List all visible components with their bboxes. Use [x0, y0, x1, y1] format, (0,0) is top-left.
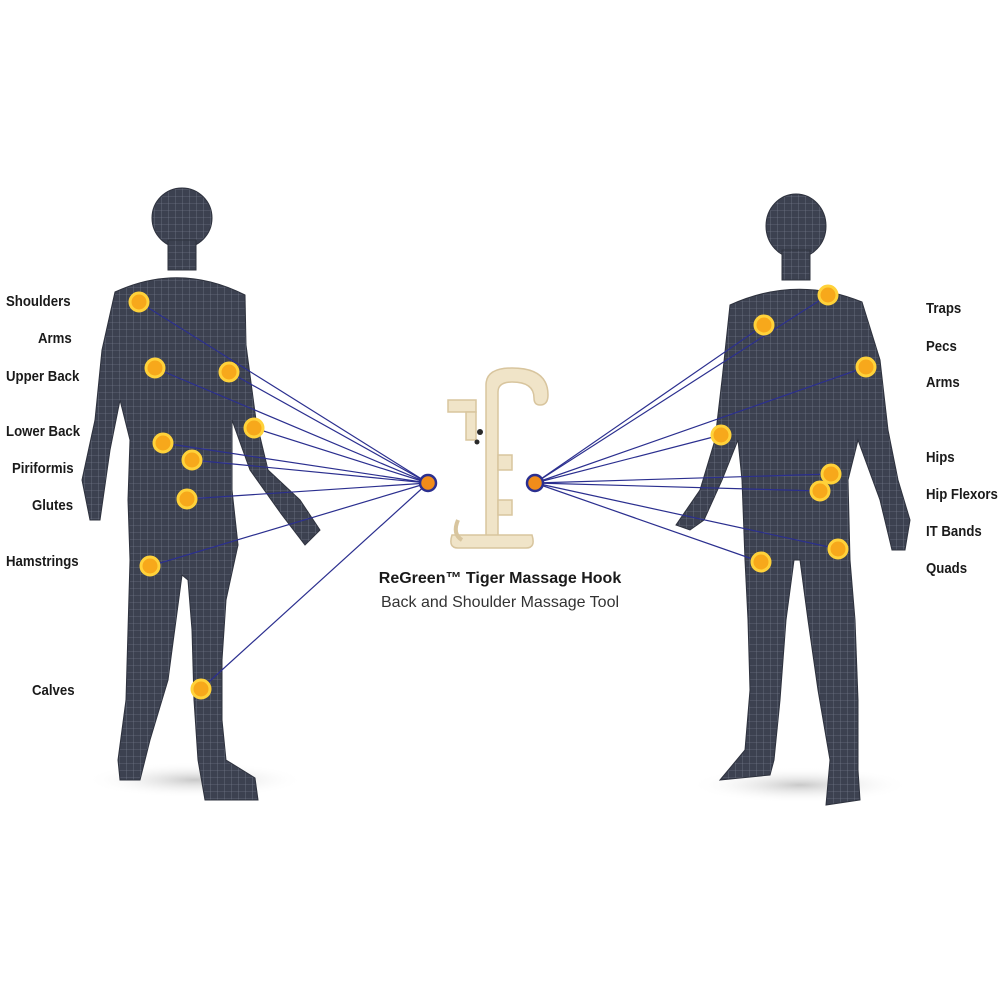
- label-hips: Hips: [926, 449, 955, 466]
- connector-line: [154, 367, 429, 484]
- label-traps: Traps: [926, 300, 962, 317]
- label-quads: Quads: [926, 560, 968, 577]
- hotspot-shoulders: [128, 291, 150, 313]
- hotspot-arms: [218, 361, 240, 383]
- floor-shadow-left: [85, 762, 305, 798]
- hotspot-arms-lower: [243, 417, 265, 439]
- connector-line: [534, 473, 832, 484]
- back-body-figure: [81, 187, 321, 801]
- connector-line: [191, 459, 429, 484]
- hotspot-lower-back: [152, 432, 174, 454]
- connector-line: [253, 427, 429, 484]
- front-connector-lines: [534, 294, 867, 563]
- hotspot-pecs: [753, 314, 775, 336]
- connector-line: [228, 371, 429, 484]
- hotspot-traps: [817, 284, 839, 306]
- label-glutes: Glutes: [32, 497, 74, 514]
- connector-line: [138, 301, 429, 484]
- connector-line: [534, 482, 762, 563]
- back-connector-lines: [138, 301, 429, 690]
- connector-line: [534, 294, 829, 484]
- product-subtitle: Back and Shoulder Massage Tool: [380, 594, 620, 611]
- label-calves: Calves: [32, 682, 75, 699]
- connector-line: [534, 366, 867, 484]
- connector-line: [534, 482, 821, 492]
- connector-line: [200, 482, 429, 690]
- connector-line: [186, 482, 429, 500]
- hotspot-piriformis: [181, 449, 203, 471]
- label-shoulders: Shoulders: [6, 293, 71, 310]
- label-hamstrings: Hamstrings: [6, 553, 79, 570]
- label-arms: Arms: [38, 330, 72, 347]
- front-body-figure: [675, 193, 911, 806]
- back-hotspots: [128, 291, 265, 700]
- hotspot-hips: [820, 463, 842, 485]
- hotspot-upper-back: [144, 357, 166, 379]
- connector-line: [162, 442, 429, 484]
- label-arms-front: Arms: [926, 374, 960, 391]
- front-hub-dot: [525, 473, 545, 493]
- label-piriformis: Piriformis: [12, 460, 74, 477]
- label-upper-back: Upper Back: [6, 368, 80, 385]
- product-title: ReGreen™ Tiger Massage Hook: [378, 570, 622, 587]
- massage-hook-icon: [447, 367, 549, 549]
- hotspot-quads: [750, 551, 772, 573]
- label-pecs: Pecs: [926, 338, 957, 355]
- hotspot-calves: [190, 678, 212, 700]
- connector-line: [534, 324, 765, 484]
- front-hotspots: [710, 284, 877, 573]
- label-it-bands: IT Bands: [926, 523, 982, 540]
- connector-line: [534, 482, 839, 550]
- label-hip-flexors: Hip Flexors: [926, 486, 998, 503]
- hotspot-arms-front-left: [710, 424, 732, 446]
- hotspot-glutes: [176, 488, 198, 510]
- back-hub-dot: [418, 473, 438, 493]
- connector-line: [534, 434, 722, 484]
- hotspot-hamstrings: [139, 555, 161, 577]
- label-lower-back: Lower Back: [6, 423, 81, 440]
- hotspot-it-bands: [827, 538, 849, 560]
- floor-shadow-right: [690, 767, 910, 803]
- hotspot-hip-flexors: [809, 480, 831, 502]
- hotspot-arms-front: [855, 356, 877, 378]
- connector-line: [149, 482, 429, 567]
